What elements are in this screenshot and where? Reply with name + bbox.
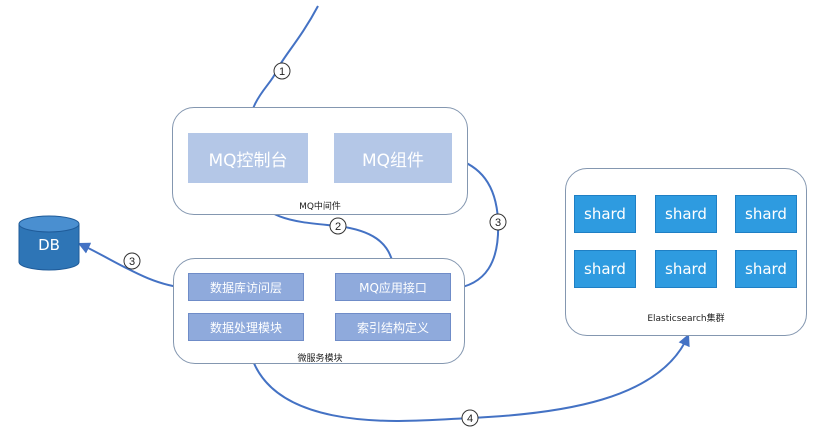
mq-component-box: MQ组件 (334, 133, 452, 183)
mq-console-box: MQ控制台 (188, 133, 308, 183)
db-access-layer-box: 数据库访问层 (188, 273, 304, 301)
shard-1: shard (574, 195, 636, 233)
data-processing-box: 数据处理模块 (188, 313, 304, 341)
shard-3: shard (735, 195, 797, 233)
shard-5: shard (655, 250, 717, 288)
mq-group-label: MQ中间件 (299, 202, 341, 212)
mq-api-box: MQ应用接口 (335, 273, 451, 301)
connector-step3-db (77, 242, 189, 289)
shard-4: shard (574, 250, 636, 288)
shard-2: shard (655, 195, 717, 233)
elasticsearch-group-label: Elasticsearch集群 (647, 314, 725, 324)
db-label: DB (38, 236, 60, 254)
microservice-group-label: 微服务模块 (297, 354, 343, 364)
db-cylinder-icon (18, 215, 80, 271)
shard-6: shard (735, 250, 797, 288)
index-definition-box: 索引结构定义 (335, 313, 451, 341)
